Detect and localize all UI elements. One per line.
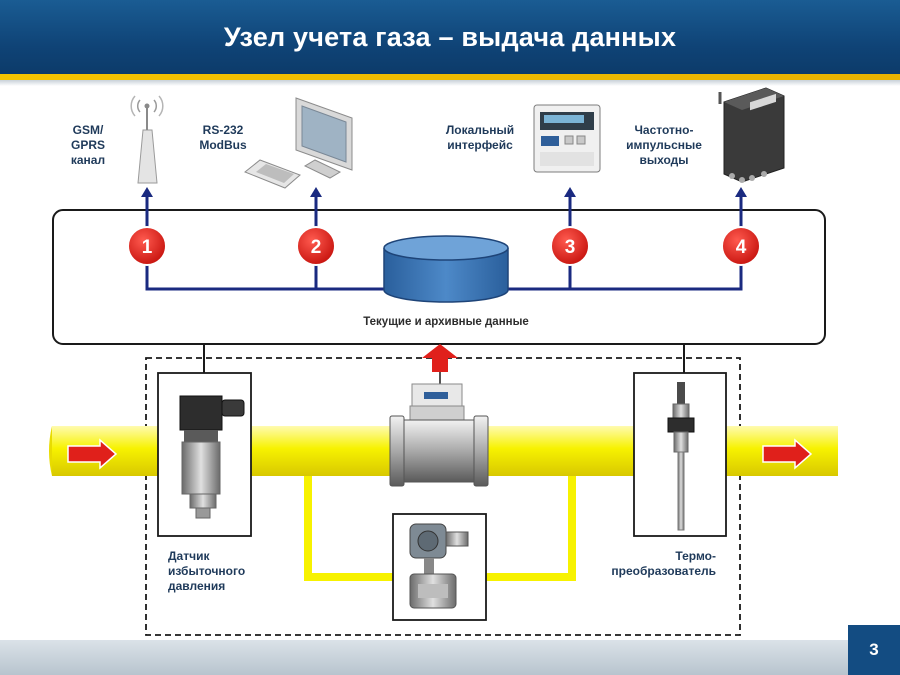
output-label-4-line-3: выходы (639, 153, 689, 167)
output-number-4: 4 (736, 237, 747, 258)
pulse-output-box-icon (718, 87, 785, 183)
database-icon (383, 235, 509, 303)
footer-bar (0, 640, 900, 675)
output-label-2-line-1: RS-232 (202, 123, 244, 137)
output-circle-3: 3 (550, 226, 590, 266)
data-up-arrow (422, 344, 458, 372)
output-label-4-line-1: Частотно- (634, 123, 694, 137)
output-label-1-line-2: GPRS (70, 138, 105, 152)
header-shadow (0, 80, 900, 86)
page-number: 3 (848, 625, 900, 675)
output-label-4: Частотно- импульсные выходы (616, 123, 712, 168)
temperature-sensor-label-line-1: Термо- (675, 549, 716, 563)
pressure-sensor-icon (179, 395, 245, 519)
output-label-3: Локальный интерфейс (438, 123, 522, 153)
output-number-2: 2 (311, 237, 322, 258)
header-bar (0, 0, 900, 78)
data-bus (145, 262, 743, 291)
output-label-3-line-1: Локальный (445, 123, 515, 137)
data-output-arrows (141, 187, 747, 229)
temperature-sensor-label-line-2: преобразователь (611, 564, 716, 578)
slide-title: Узел учета газа – выдача данных (223, 22, 677, 52)
header-accent-stripe (0, 74, 900, 80)
output-circle-1: 1 (127, 226, 167, 266)
output-number-3: 3 (565, 237, 576, 258)
pressure-sensor-label: Датчик избыточного давления (168, 549, 278, 594)
output-label-2-line-2: ModBus (199, 138, 247, 152)
pressure-sensor-label-line-1: Датчик (168, 549, 210, 563)
storage-label: Текущие и архивные данные (363, 316, 529, 328)
output-label-1-line-3: канал (70, 153, 106, 167)
output-label-3-line-2: интерфейс (447, 138, 513, 152)
flow-out-arrow (762, 438, 813, 470)
temperature-sensor-label: Термо- преобразователь (596, 549, 716, 579)
output-label-2: RS-232 ModBus (192, 123, 254, 153)
flow-meter-icon (389, 383, 489, 487)
output-label-1-line-1: GSM/ (72, 123, 104, 137)
output-label-4-line-2: импульсные (626, 138, 702, 152)
output-number-1: 1 (142, 237, 153, 258)
display-panel-icon (533, 104, 601, 173)
metering-node-boundary (145, 357, 741, 636)
output-circle-4: 4 (721, 226, 761, 266)
pressure-sensor-label-line-2: избыточного (168, 564, 246, 578)
differential-pressure-sensor-icon (409, 523, 469, 609)
antenna-icon (130, 95, 164, 184)
computer-icon (244, 97, 353, 189)
pressure-sensor-label-line-3: давления (168, 579, 226, 593)
flow-in-arrow (67, 438, 118, 470)
output-circle-2: 2 (296, 226, 336, 266)
sensor-connection-lines (203, 344, 685, 373)
output-label-1: GSM/ GPRS канал (64, 123, 112, 168)
temperature-sensor-icon (667, 382, 695, 531)
